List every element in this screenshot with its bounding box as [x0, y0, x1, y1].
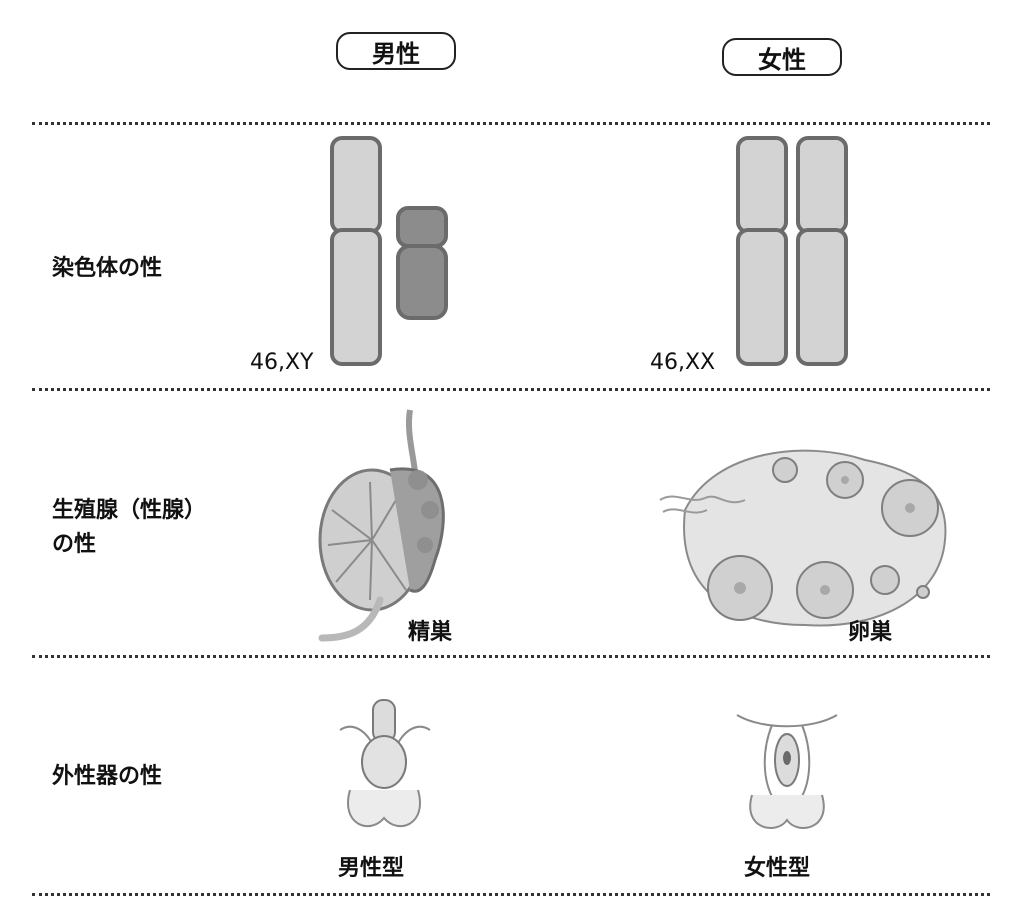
male-external-genitalia-illustration [339, 699, 431, 828]
female-column-header: 女性 [722, 38, 842, 76]
chromosome-row-label: 染色体の性 [52, 256, 163, 281]
female-x-chromosome-2 [796, 136, 848, 366]
divider-top [32, 122, 990, 125]
external-row-label: 外性器の性 [52, 764, 163, 789]
ovary-illustration [659, 449, 947, 627]
female-external-caption: 女性型 [744, 856, 811, 881]
female-x-chromosome-1 [736, 136, 788, 366]
male-chromosomes [330, 136, 448, 366]
testis-illustration [318, 409, 445, 642]
divider-bottom [32, 893, 990, 896]
gonad-row-label-line1: 生殖腺（性腺） [52, 498, 207, 523]
ovary-caption: 卵巣 [848, 620, 893, 645]
gonad-row-label-line2: の性 [52, 532, 97, 557]
divider-gonad-external [32, 655, 990, 658]
male-karyotype: 46,XY [250, 350, 314, 375]
female-karyotype: 46,XX [650, 350, 716, 375]
female-column-label: 女性 [758, 45, 806, 74]
male-external-caption: 男性型 [338, 856, 405, 881]
gonad-row-label: 生殖腺（性腺） の性 [52, 494, 206, 562]
female-chromosomes [736, 136, 848, 366]
male-x-chromosome [330, 136, 382, 366]
male-column-header: 男性 [336, 32, 456, 70]
male-y-chromosome [396, 206, 448, 320]
testis-caption: 精巣 [408, 620, 453, 645]
divider-chromosome-gonad [32, 388, 990, 391]
female-external-genitalia-illustration [736, 714, 838, 829]
male-column-label: 男性 [372, 39, 420, 68]
